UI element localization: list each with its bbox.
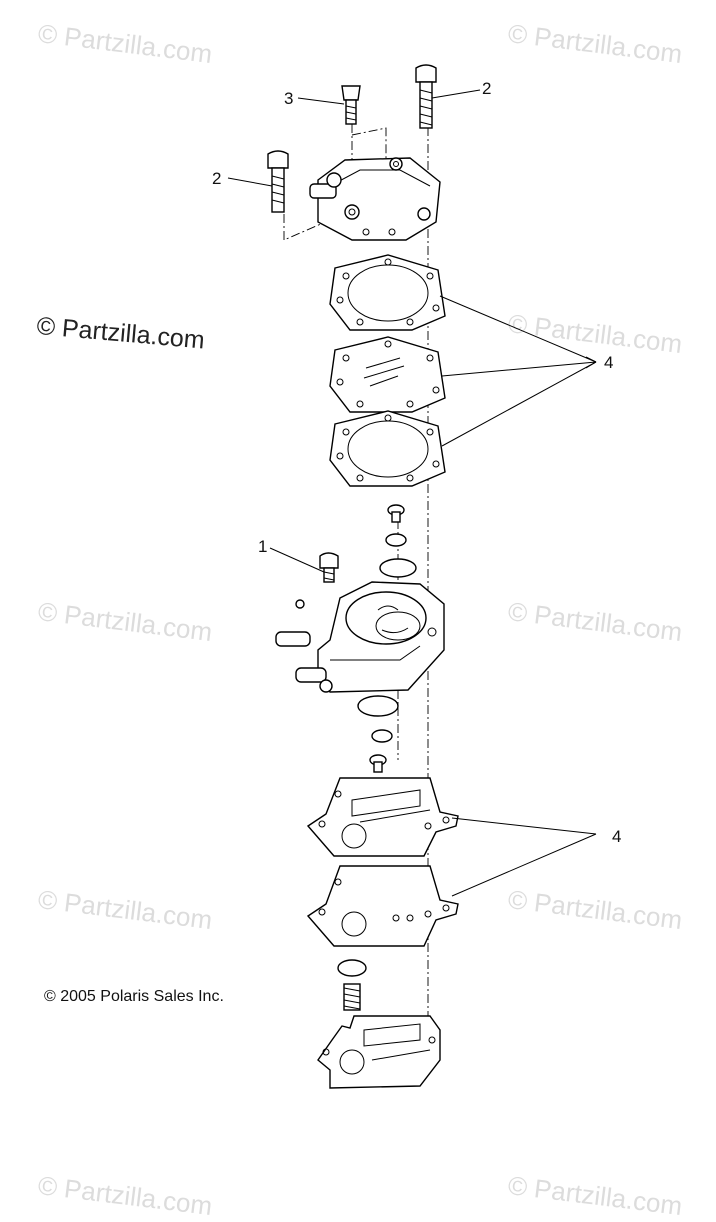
callout-4-lower: 4 (612, 827, 621, 846)
callout-2-right: 2 (482, 79, 491, 98)
callout-4-upper: 4 (604, 353, 613, 372)
valve-screw (379, 504, 417, 578)
callout-1: 1 (258, 537, 267, 556)
bottom-cover (317, 1015, 441, 1089)
callout-3: 3 (284, 89, 293, 108)
screw-1 (319, 552, 339, 583)
gasket-lower-1 (306, 777, 459, 857)
gasket-top (329, 254, 446, 331)
leader-3 (297, 97, 345, 105)
lower-diaphragm (357, 695, 399, 773)
leader-4-lower (451, 817, 597, 897)
pump-body (275, 581, 445, 693)
top-cover (309, 157, 441, 241)
leader-4-upper (439, 295, 597, 447)
leader-1 (269, 547, 325, 573)
spring-cap (337, 959, 367, 1011)
copyright-notice: © 2005 Polaris Sales Inc. (44, 988, 224, 1005)
diaphragm (329, 336, 446, 413)
leader-2-right (431, 89, 481, 99)
screw-3 (341, 85, 361, 125)
gasket-middle (329, 410, 446, 487)
screw-2-right (415, 64, 437, 129)
leader-2-left (227, 177, 273, 187)
gasket-lower-2 (306, 865, 459, 947)
callout-2-left: 2 (212, 169, 221, 188)
screw-2-left (267, 150, 289, 213)
